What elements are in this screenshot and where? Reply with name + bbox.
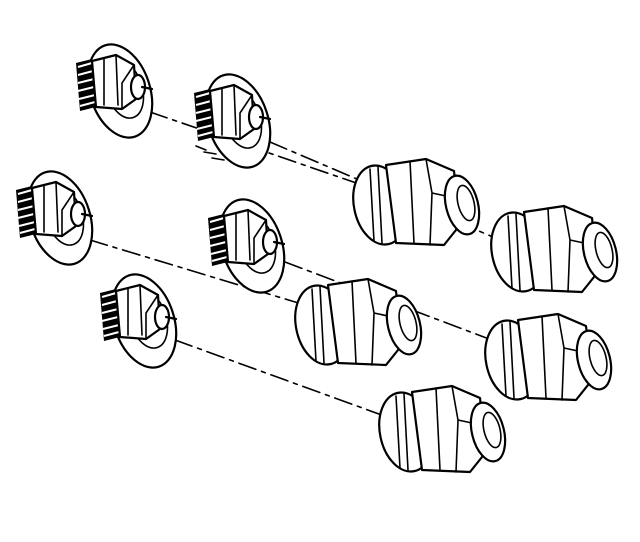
alignment-line-5 <box>174 339 391 419</box>
cap-4 <box>477 312 618 406</box>
cap-1 <box>345 157 486 251</box>
hatch-marks <box>195 145 225 161</box>
alignment-lines <box>89 111 506 419</box>
cap-5 <box>371 384 512 478</box>
cap-3 <box>287 277 428 371</box>
stud-3 <box>14 161 105 275</box>
stud-1 <box>74 34 165 148</box>
stud-2 <box>192 64 283 178</box>
cap-2 <box>483 204 624 298</box>
stud-assemblies <box>14 34 297 378</box>
alignment-line-3 <box>89 239 306 306</box>
stud-4 <box>206 189 297 303</box>
lug-caps <box>287 157 624 478</box>
stud-5 <box>98 264 189 378</box>
